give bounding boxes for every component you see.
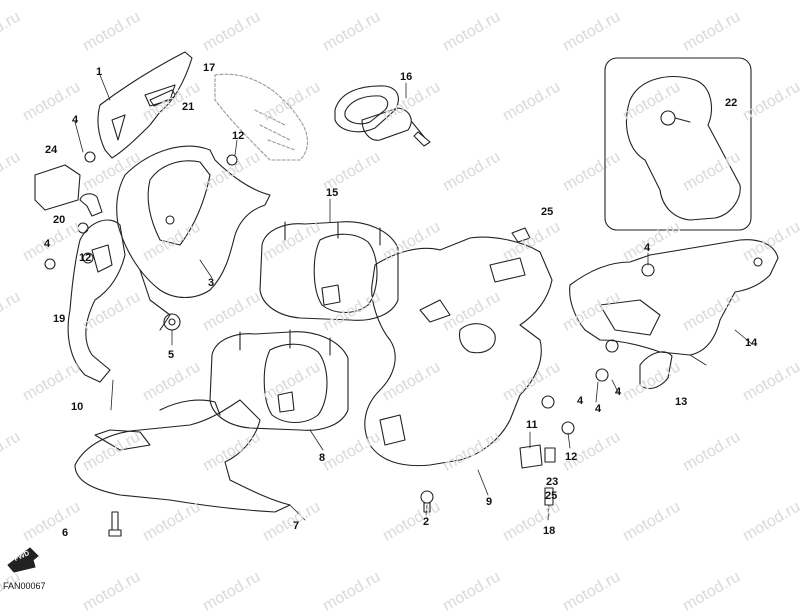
callout-7: 7 [293, 520, 300, 532]
callout-4: 4 [644, 242, 651, 254]
part-elbow-20 [79, 193, 103, 217]
part-headlight-upper-15 [259, 221, 399, 321]
leader-lines [74, 74, 753, 521]
part-bracket-13 [639, 351, 673, 390]
part-bolt-18 [544, 487, 554, 506]
callout-5: 5 [168, 349, 175, 361]
callout-20: 20 [53, 214, 66, 226]
part-tab-25 [511, 227, 531, 243]
part-lower-duct-19 [67, 219, 126, 383]
part-mount-11 [519, 444, 556, 469]
part-bolt-6 [108, 511, 122, 537]
callout-4: 4 [595, 403, 602, 415]
callout-17: 17 [203, 62, 216, 74]
part-clip-5 [163, 313, 181, 331]
callout-21: 21 [182, 101, 195, 113]
callout-19: 19 [53, 313, 66, 325]
forward-arrow-shape [7, 547, 39, 573]
callout-1: 1 [96, 66, 103, 78]
callout-4: 4 [615, 386, 622, 398]
callout-11: 11 [526, 419, 538, 431]
callout-2: 2 [423, 516, 430, 528]
callout-10: 10 [71, 401, 84, 413]
part-grommet-21 [149, 89, 177, 107]
part-bolt-2 [420, 490, 434, 513]
callout-14: 14 [745, 337, 758, 349]
part-upper-side-panel [97, 51, 193, 159]
callout-12: 12 [232, 130, 245, 142]
figure-code: FAN00067 [3, 581, 46, 591]
callout-4: 4 [72, 114, 79, 126]
callout-25: 25 [541, 206, 554, 218]
part-fairing-frame-3 [116, 145, 271, 331]
callout-13: 13 [675, 396, 688, 408]
callout-15: 15 [326, 187, 339, 199]
callout-12: 12 [79, 252, 92, 264]
callout-8: 8 [319, 452, 326, 464]
part-main-bracket-9 [364, 236, 553, 467]
callout-18: 18 [543, 525, 556, 537]
callout-9: 9 [486, 496, 493, 508]
callout-4: 4 [44, 238, 51, 250]
callout-25: 25 [545, 490, 558, 502]
callout-4: 4 [577, 395, 584, 407]
callout-23: 23 [546, 476, 559, 488]
part-bracket-24 [34, 164, 81, 211]
inset-box-22 [604, 57, 752, 231]
part-stay-14 [569, 239, 779, 356]
callout-3: 3 [208, 277, 215, 289]
callout-16: 16 [400, 71, 413, 83]
callout-22: 22 [725, 97, 738, 109]
part-headlight-lower-8 [209, 329, 349, 431]
part-lower-cowl-7 [74, 399, 291, 513]
callout-24: 24 [45, 144, 58, 156]
part-bolts-4 [44, 151, 655, 435]
callout-12: 12 [565, 451, 578, 463]
exploded-parts-diagram [7, 51, 779, 573]
part-cover-16 [334, 85, 431, 147]
callout-6: 6 [62, 527, 69, 539]
part-radiator-17 [214, 73, 309, 161]
